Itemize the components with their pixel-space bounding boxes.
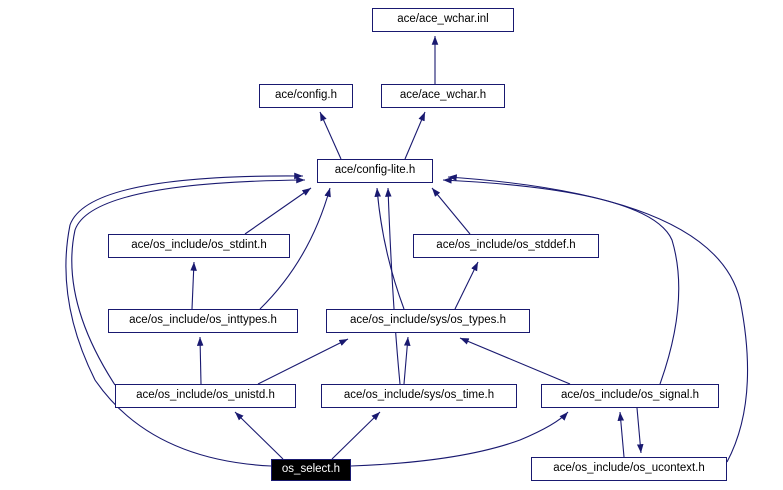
graph-node-sys-os-time-h[interactable]: ace/os_include/sys/os_time.h (321, 384, 517, 408)
graph-node-os-unistd-h[interactable]: ace/os_include/os_unistd.h (115, 384, 296, 408)
graph-node-ace-wchar-inl[interactable]: ace/ace_wchar.inl (372, 8, 514, 32)
graph-node-os-stddef-h[interactable]: ace/os_include/os_stddef.h (413, 234, 599, 258)
graph-node-config-h[interactable]: ace/config.h (259, 84, 353, 108)
graph-node-os-ucontext-h[interactable]: ace/os_include/os_ucontext.h (531, 457, 727, 481)
graph-node-os-stdint-h[interactable]: ace/os_include/os_stdint.h (108, 234, 290, 258)
graph-node-os-signal-h[interactable]: ace/os_include/os_signal.h (541, 384, 719, 408)
graph-node-os-select-h[interactable]: os_select.h (271, 459, 351, 481)
graph-node-ace-wchar-h[interactable]: ace/ace_wchar.h (381, 84, 505, 108)
graph-node-sys-os-types-h[interactable]: ace/os_include/sys/os_types.h (326, 309, 530, 333)
graph-node-config-lite-h[interactable]: ace/config-lite.h (317, 159, 433, 183)
graph-node-os-inttypes-h[interactable]: ace/os_include/os_inttypes.h (108, 309, 298, 333)
